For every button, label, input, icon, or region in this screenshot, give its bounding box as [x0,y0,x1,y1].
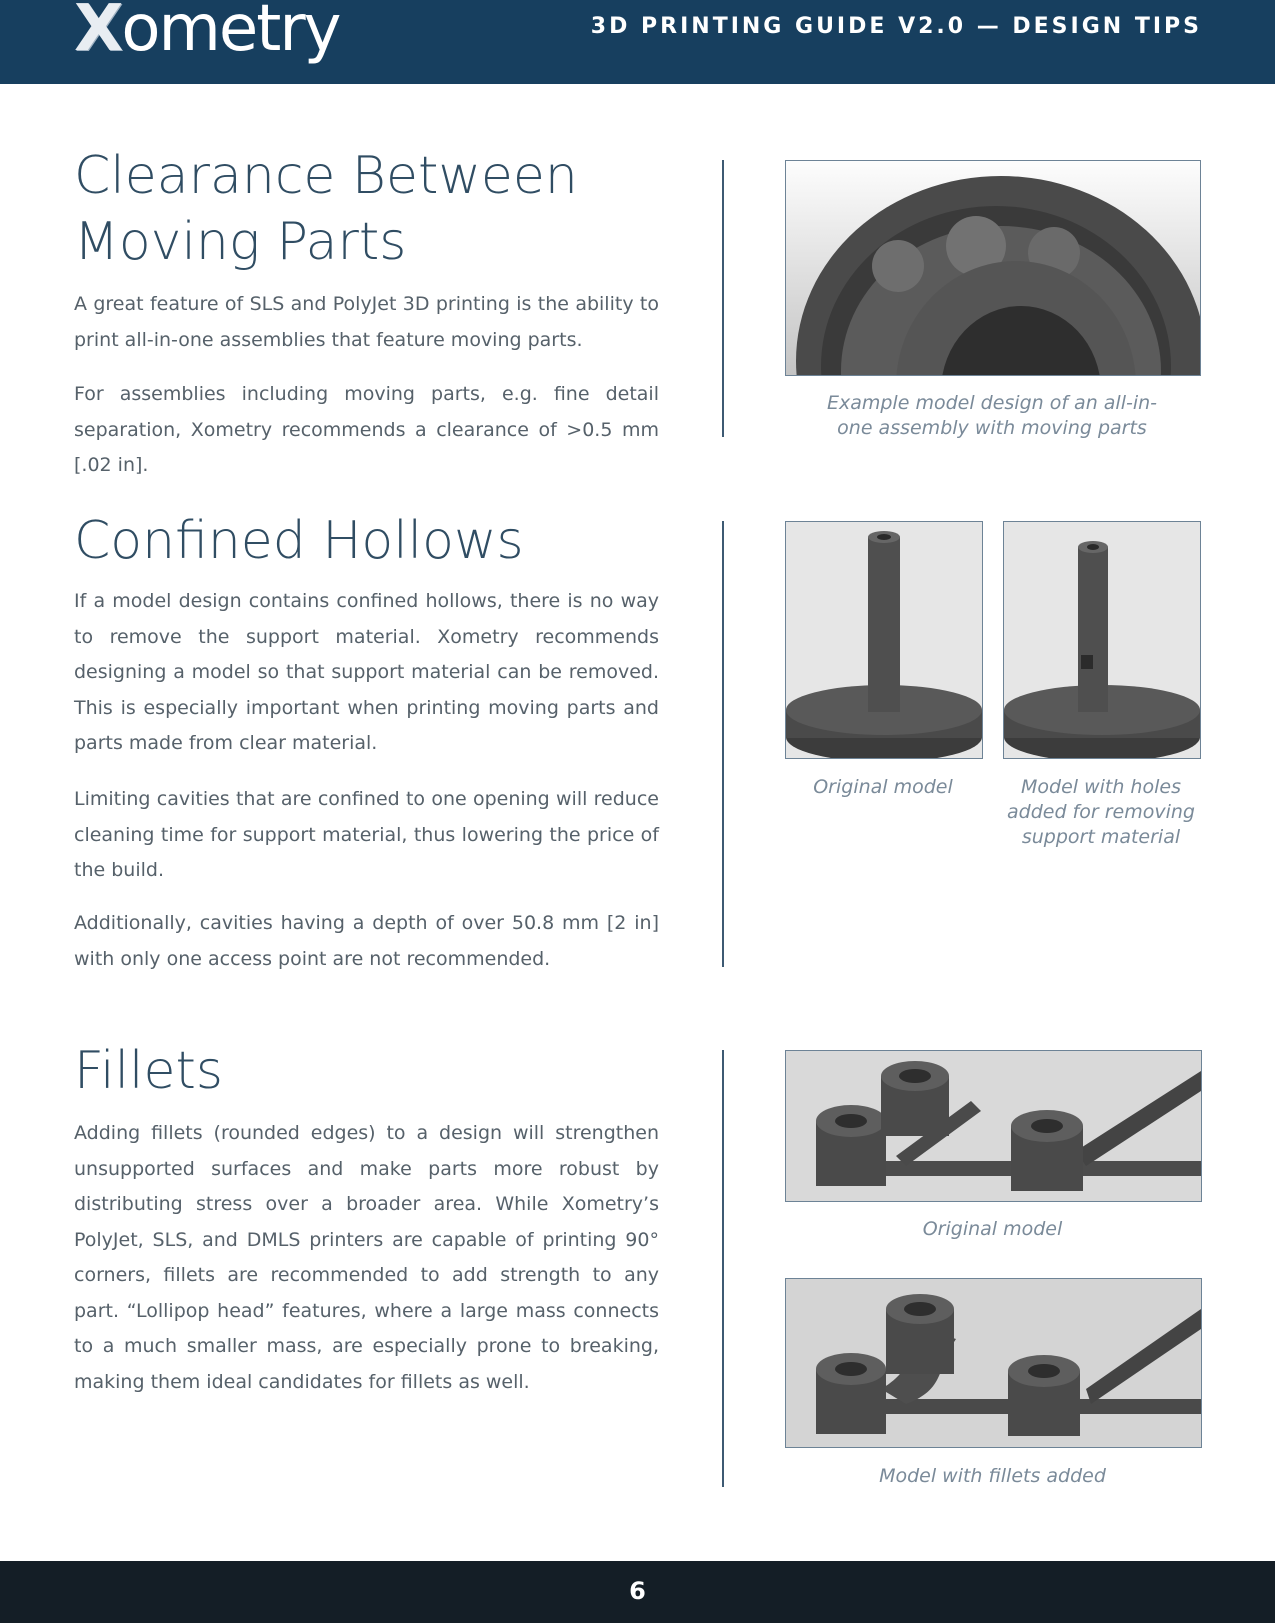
paragraph: For assemblies including moving parts, e… [74,383,659,476]
logo-mark: X [74,0,123,66]
paragraph: Limiting cavities that are confined to o… [74,788,659,881]
section-divider [722,160,724,437]
figure-caption: Original model [813,776,953,798]
hollow-holes-image [1003,521,1201,759]
paragraph: Additionally, cavities having a depth of… [74,912,659,970]
section-heading: Clearance Between Moving Parts [74,143,578,275]
page-number: 6 [629,1577,646,1605]
figure-caption: Original model [922,1218,1063,1240]
xometry-logo: Xometry [74,0,342,66]
section-heading: Fillets [74,1041,223,1101]
figure-caption: Model with fillets added [879,1465,1106,1487]
heading-line-2: Moving Parts [74,212,407,272]
hollow-original-image [785,521,983,759]
paragraph: If a model design contains confined holl… [74,590,659,754]
paragraph: A great feature of SLS and PolyJet 3D pr… [74,293,659,351]
section-divider [722,1050,724,1487]
fillets-original-image [785,1050,1202,1202]
page-header: Xometry 3D PRINTING GUIDE V2.0 — DESIGN … [0,0,1275,84]
document-title: 3D PRINTING GUIDE V2.0 — DESIGN TIPS [590,14,1202,39]
heading-line-1: Clearance Between [74,146,578,206]
figure-caption: Model with holes added for removing supp… [1007,776,1195,848]
page-footer: 6 [0,1561,1275,1623]
fillets-added-image [785,1278,1202,1448]
section-divider [722,521,724,967]
figure-caption: Example model design of an all-in-one as… [826,392,1158,439]
logo-text: ometry [121,0,341,66]
bearing-image [785,160,1201,376]
section-heading: Confined Hollows [74,511,524,571]
paragraph: Adding fillets (rounded edges) to a desi… [74,1122,659,1393]
